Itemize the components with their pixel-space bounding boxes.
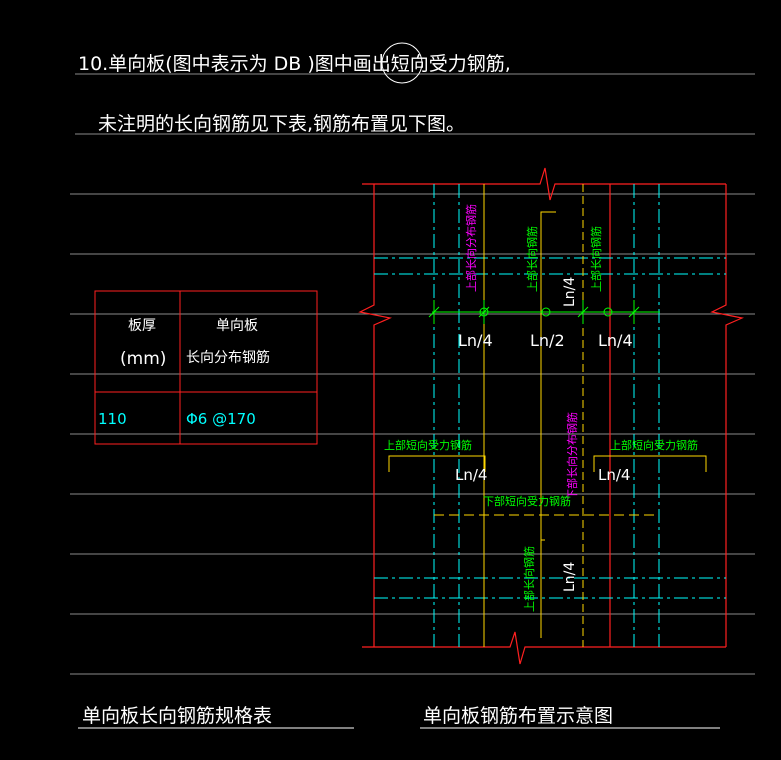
table-cell-thickness: 110 <box>98 410 127 428</box>
label-top-long-rebar-1: 上部长向钢筋 <box>525 226 539 292</box>
label-top-short-rebar-right: 上部短向受力钢筋 <box>610 438 698 452</box>
beam-lines <box>374 184 726 647</box>
guide-lines <box>70 73 755 675</box>
dim-ln4-vertical-bottom: Ln/4 <box>562 562 578 592</box>
dim-ln4-mid-right: Ln/4 <box>598 466 630 484</box>
table-header-thickness: 板厚 <box>128 318 156 334</box>
caption-spec-table: 单向板长向钢筋规格表 <box>82 705 272 727</box>
label-top-short-rebar-left: 上部短向受力钢筋 <box>384 438 472 452</box>
dim-ln4-vertical-top: Ln/4 <box>562 277 578 307</box>
dim-ln4-right: Ln/4 <box>598 331 633 350</box>
caption-layout-diagram: 单向板钢筋布置示意图 <box>423 705 613 727</box>
table-header-type: 单向板 <box>216 318 258 334</box>
slab-outline <box>358 167 744 665</box>
label-bottom-short-rebar: 下部短向受力钢筋 <box>483 494 571 508</box>
rebar-lines <box>388 184 707 647</box>
dimension-line <box>428 300 660 324</box>
note-line-1: 10.单向板(图中表示为 DB )图中画出短向受力钢筋, <box>78 53 511 75</box>
table-cell-rebar: Φ6 @170 <box>186 410 256 428</box>
label-bottom-long-dist-rebar: 下部长向分布钢筋 <box>565 412 579 500</box>
table-header-rebar: 长向分布钢筋 <box>186 349 270 366</box>
label-top-long-rebar-2: 上部长向钢筋 <box>589 226 603 292</box>
label-top-long-rebar-bottom: 上部长向钢筋 <box>522 546 536 612</box>
table-header-unit: (mm) <box>120 349 166 369</box>
dim-ln4-left: Ln/4 <box>458 331 493 350</box>
highlight-circle <box>381 42 423 84</box>
dim-ln2: Ln/2 <box>530 331 565 350</box>
rebar-spec-table <box>94 290 318 445</box>
label-top-long-dist-rebar: 上部长向分布钢筋 <box>464 204 478 292</box>
dim-ln4-mid-left: Ln/4 <box>455 466 487 484</box>
note-line-2: 未注明的长向钢筋见下表,钢筋布置见下图。 <box>98 113 465 135</box>
